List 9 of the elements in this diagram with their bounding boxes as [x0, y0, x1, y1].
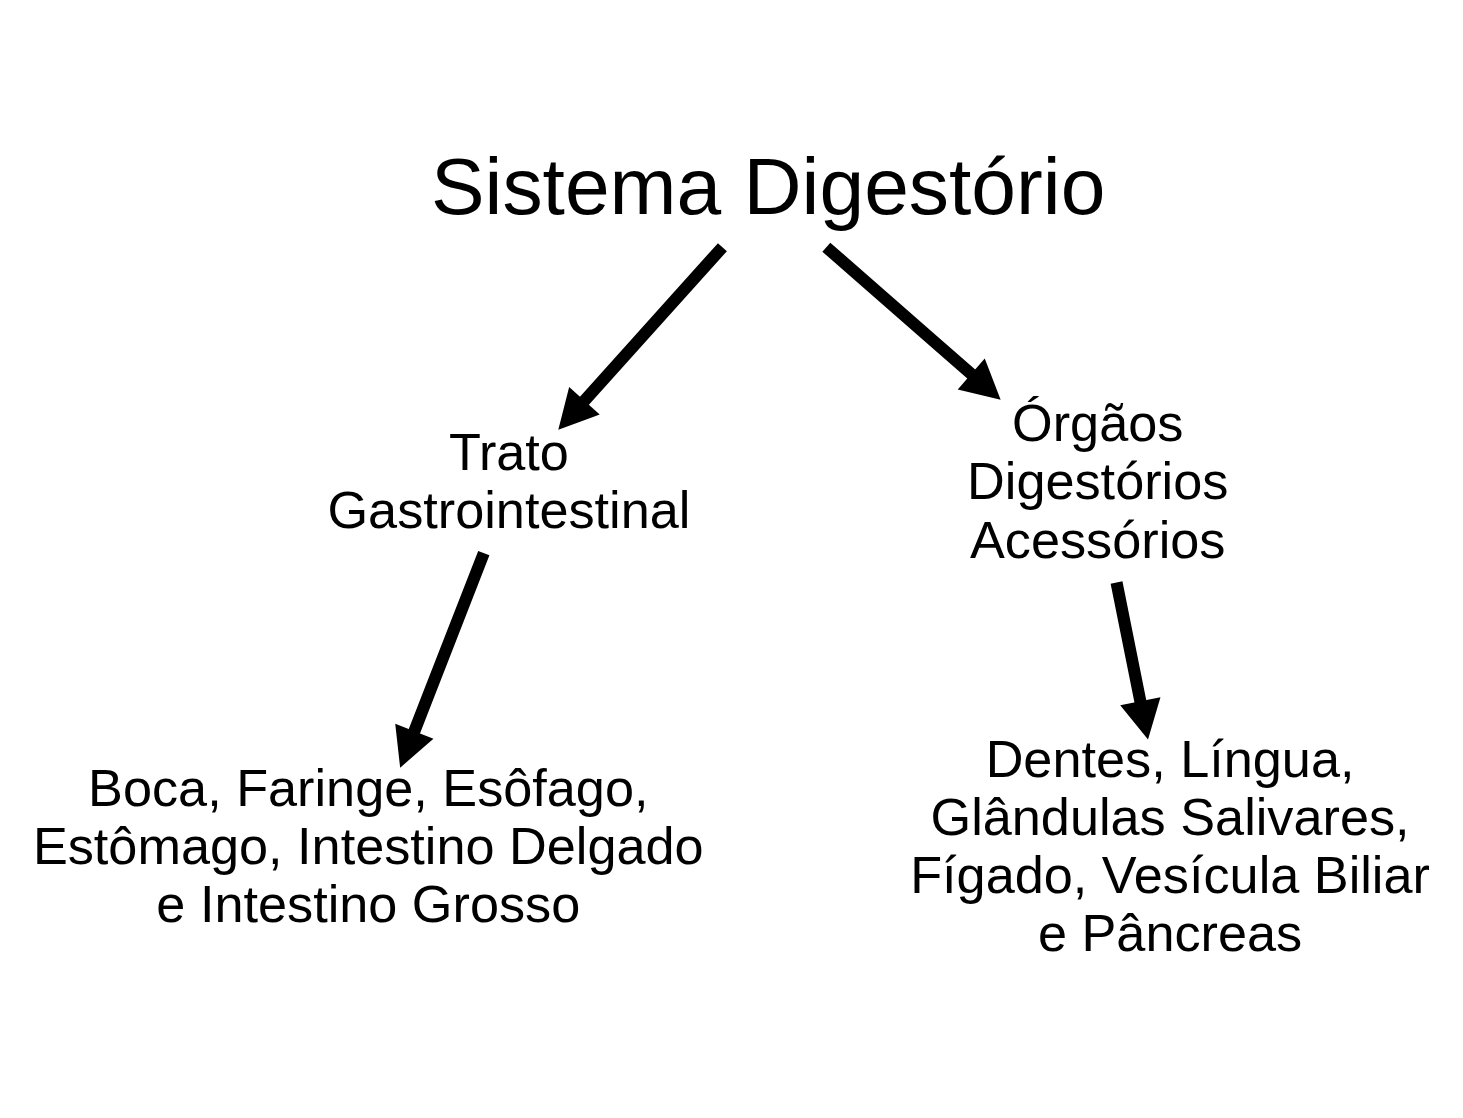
arrow: [822, 242, 1001, 400]
arrow: [395, 550, 490, 768]
node-text: Órgãos Digestórios Acessórios: [967, 394, 1229, 569]
arrow: [1110, 581, 1161, 740]
node-text: Sistema Digestório: [430, 141, 1106, 232]
arrow: [558, 243, 727, 430]
node-text: Trato Gastrointestinal: [327, 423, 691, 540]
node-text: Dentes, Língua, Glândulas Salivares, Fígado, Vesícula Biliar e Pâncreas: [910, 729, 1430, 963]
node-text: Boca, Faringe, Esôfago, Estômago, Intestino Delgado e Intestino Grosso: [32, 758, 704, 934]
